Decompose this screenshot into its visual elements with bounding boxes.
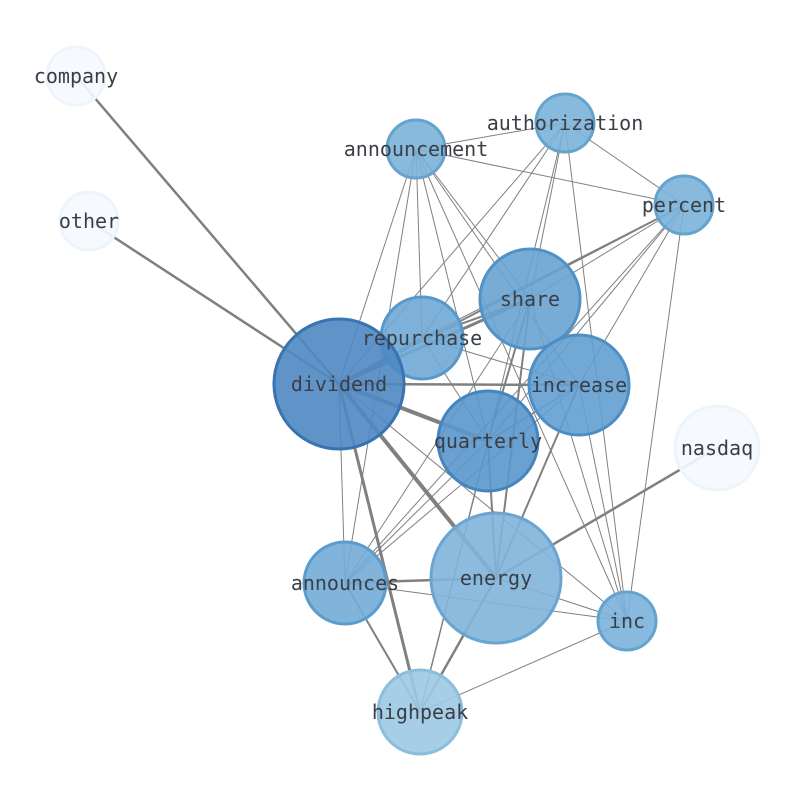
node-label-announces: announces [291,571,399,595]
node-label-percent: percent [642,193,726,217]
node-label-dividend: dividend [291,372,387,396]
node-label-energy: energy [460,566,532,590]
node-highpeak [376,668,464,756]
node-authorization [534,92,596,154]
node-inc [596,590,658,652]
node-quarterly [436,389,540,493]
node-share [478,247,582,351]
nodes-layer [45,45,761,756]
node-label-other: other [59,209,119,233]
node-announcement [385,118,447,180]
node-label-quarterly: quarterly [434,429,542,453]
node-percent [653,174,715,236]
edge-repurchase-authorization [421,122,566,339]
node-increase [527,333,631,437]
node-label-authorization: authorization [487,111,644,135]
edge-announcement-inc [415,148,628,622]
node-energy [429,511,563,645]
edge-percent-inc [626,204,685,622]
node-label-repurchase: repurchase [362,326,482,350]
labels-layer: company other nasdaq highpeak energy announce… [34,64,753,724]
edge-dividend-company [74,74,341,386]
node-label-company: company [34,64,118,88]
node-label-announcement: announcement [344,137,489,161]
node-company [45,45,107,107]
node-label-highpeak: highpeak [372,700,468,724]
node-label-inc: inc [609,609,645,633]
node-dividend [272,317,406,451]
node-nasdaq [673,404,761,492]
edge-announces-percent [344,204,685,584]
node-label-share: share [500,287,560,311]
node-label-nasdaq: nasdaq [681,436,753,460]
node-other [58,190,120,252]
node-announces [302,540,388,626]
node-label-increase: increase [531,373,627,397]
edge-announcement-percent [415,148,685,206]
